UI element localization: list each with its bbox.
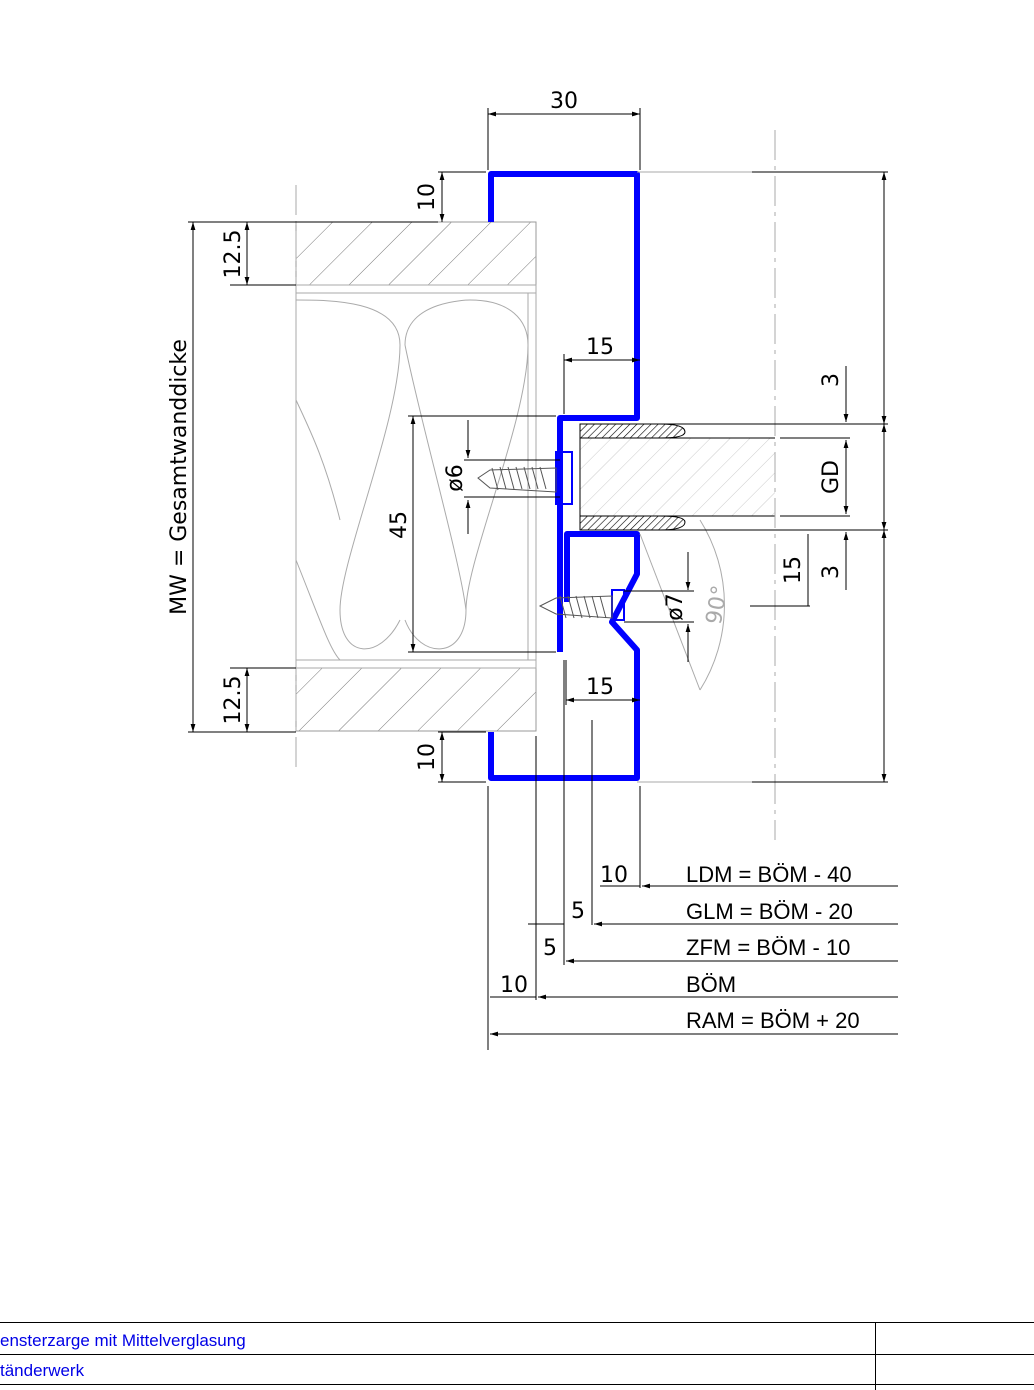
- screw-lower: [538, 595, 613, 619]
- glazing: [579, 423, 775, 531]
- dim-flange-top: 10: [415, 183, 440, 211]
- dim-flange-bottom: 10: [415, 743, 440, 771]
- dim-gap-top: 3: [819, 373, 844, 387]
- dim-right-15: 15: [781, 556, 806, 584]
- insulation: [295, 299, 529, 661]
- dim-board-bottom: 12.5: [221, 676, 246, 725]
- title-line-2: tänderwerk: [0, 1361, 85, 1380]
- board-bottom: [295, 667, 537, 732]
- dim-wall-thickness: MW = Gesamtwanddicke: [167, 339, 192, 615]
- formula-bom: BÖM: [686, 972, 736, 997]
- dim-screw-dia-left: ø6: [443, 464, 468, 491]
- dim-board-top: 12.5: [221, 230, 246, 279]
- dim-screw-span: 45: [387, 511, 412, 539]
- dim-offset-5a: 5: [571, 899, 585, 924]
- frame-profile: [488, 171, 640, 781]
- board-top: [295, 221, 537, 286]
- screw-upper: [477, 466, 557, 493]
- dim-top-width: 30: [550, 89, 578, 114]
- dim-offset-5b: 5: [543, 936, 557, 961]
- formula-ram: RAM = BÖM + 20: [686, 1008, 860, 1033]
- dim-depth-lower: 15: [586, 675, 614, 700]
- title-line-1: ensterzarge mit Mittelverglasung: [0, 1331, 246, 1350]
- dim-glass-thickness: GD: [819, 460, 844, 494]
- dim-angle: 90°: [702, 583, 733, 626]
- dim-depth-upper: 15: [586, 335, 614, 360]
- technical-drawing: 30 10 12.5 MW = Gesamtwanddicke 12.5 10 …: [167, 89, 898, 1050]
- dim-offset-10b: 10: [500, 973, 528, 998]
- wall-section: [295, 185, 537, 770]
- formula-glm: GLM = BÖM - 20: [686, 899, 853, 924]
- dim-screw-dia-right: ø7: [663, 593, 688, 620]
- formula-ldm: LDM = BÖM - 40: [686, 862, 852, 887]
- dim-gap-bottom: 3: [819, 565, 844, 579]
- dim-offset-10a: 10: [600, 863, 628, 888]
- formula-zfm: ZFM = BÖM - 10: [686, 935, 850, 960]
